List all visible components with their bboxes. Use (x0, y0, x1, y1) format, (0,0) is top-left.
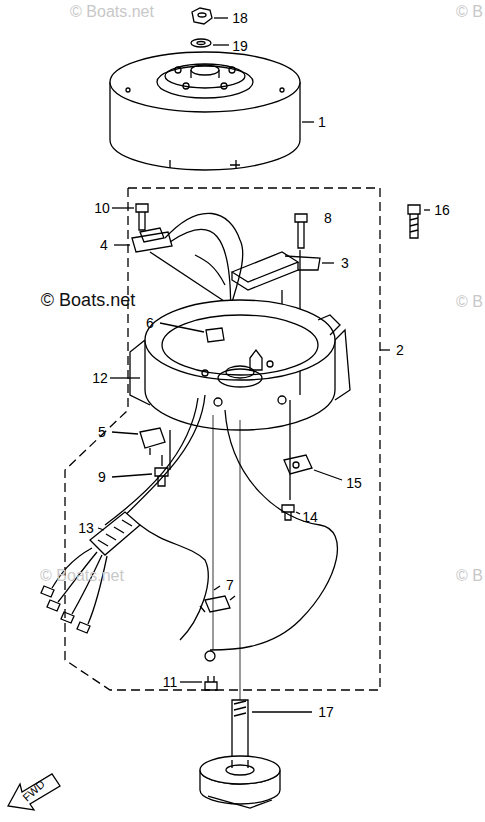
callout-number: 18 (232, 11, 248, 25)
callout-number: 19 (232, 39, 248, 53)
callout-number: 9 (98, 470, 106, 484)
watermark: © Boats.net (70, 4, 154, 20)
callout-number: 7 (226, 578, 234, 592)
callout-number: 3 (341, 256, 349, 270)
callout-number: 15 (346, 476, 362, 490)
callout-number: 2 (396, 343, 404, 357)
callout-number: 17 (318, 705, 334, 719)
callout-number: 12 (92, 371, 108, 385)
callout-number: 5 (98, 425, 106, 439)
callout-number: 13 (78, 521, 94, 535)
callout-number: 10 (94, 201, 110, 215)
watermark: © B (456, 568, 483, 584)
callout-number: 11 (163, 675, 178, 689)
callout-number: 6 (146, 316, 154, 330)
callout-number: 14 (302, 510, 318, 524)
watermark: © Boats.net (41, 291, 135, 309)
watermark: © B (456, 4, 483, 20)
callout-number: 1 (318, 115, 326, 129)
callout-number: 8 (324, 211, 332, 225)
direction-label: FWD (21, 779, 47, 804)
watermark: © Boats.net (40, 568, 124, 584)
watermark: © B (456, 294, 483, 310)
callout-number: 4 (100, 238, 108, 252)
callout-number: 16 (434, 203, 450, 217)
